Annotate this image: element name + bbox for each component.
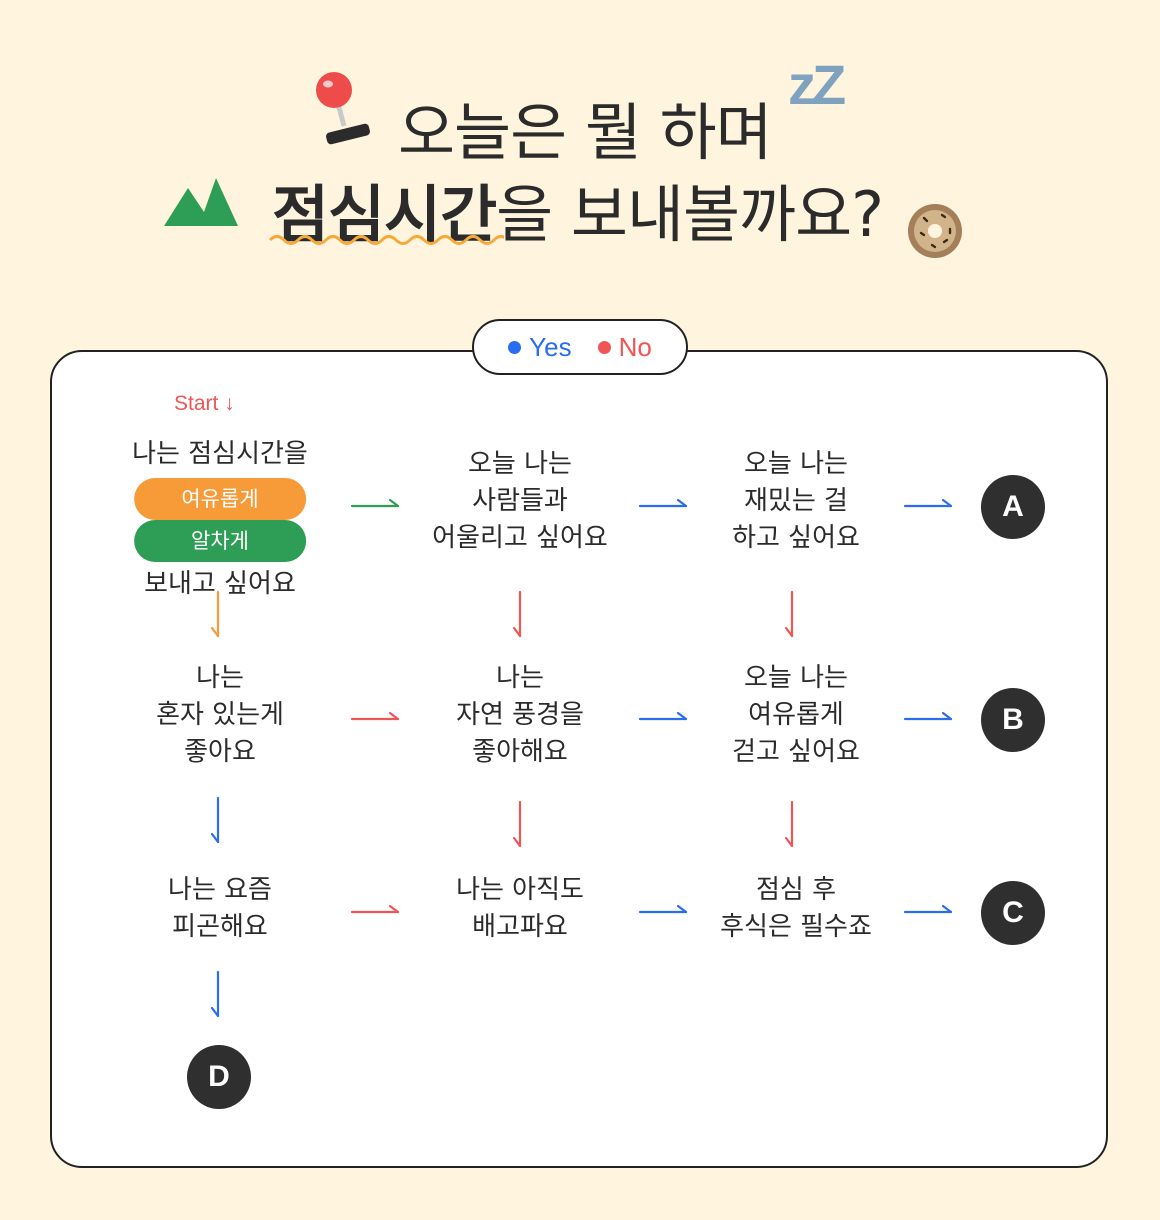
node-hungry: 나는 아직도 배고파요 (456, 872, 584, 946)
legend: Yes No (472, 319, 688, 375)
node-line: 배고파요 (472, 912, 568, 942)
node-line: 나는 점심시간을 (132, 439, 308, 469)
arrow-down-red (784, 590, 794, 638)
result-a-badge: A (981, 475, 1045, 539)
pill-busy: 알차게 (134, 520, 306, 562)
joystick-icon (316, 72, 370, 145)
node-line: 점심 후 (755, 875, 837, 905)
pill-leisurely: 여유롭게 (134, 478, 306, 520)
node-line: 재밌는 걸 (744, 486, 848, 516)
node-line: 오늘 나는 (468, 449, 572, 479)
node-line: 오늘 나는 (744, 449, 848, 479)
arrow-right-blue (638, 498, 688, 508)
arrow-right-blue (638, 711, 688, 721)
node-line: 나는 (196, 663, 244, 693)
node-alone: 나는 혼자 있는게 좋아요 (156, 660, 284, 771)
arrow-right-red (350, 711, 400, 721)
arrow-right-blue (638, 904, 688, 914)
arrow-right-blue (903, 498, 953, 508)
node-fun: 오늘 나는 재밌는 걸 하고 싶어요 (732, 446, 860, 557)
node-line: 하고 싶어요 (732, 523, 860, 553)
title-line-1: 오늘은 뭘 하며 (398, 96, 773, 169)
node-nature: 나는 자연 풍경을 좋아해요 (456, 660, 584, 771)
arrow-right-blue (903, 904, 953, 914)
node-line: 사람들과 (472, 486, 568, 516)
node-line: 나는 (496, 663, 544, 693)
arrow-down-orange (210, 590, 220, 638)
node-line: 후식은 필수죠 (720, 912, 872, 942)
node-line: 여유롭게 (748, 700, 844, 730)
node-line: 나는 요즘 (168, 875, 272, 905)
node-walk: 오늘 나는 여유롭게 걷고 싶어요 (732, 660, 860, 771)
arrow-down-red (512, 590, 522, 638)
node-line: 피곤해요 (172, 912, 268, 942)
arrow-right-green (350, 498, 400, 508)
arrow-down-red (784, 800, 794, 848)
node-socialize: 오늘 나는 사람들과 어울리고 싶어요 (432, 446, 608, 557)
node-line: 나는 아직도 (456, 875, 584, 905)
node-line: 혼자 있는게 (156, 700, 284, 730)
legend-no: No (597, 331, 652, 363)
arrow-right-red (350, 904, 400, 914)
title-rest: 을 보내볼까요? (496, 178, 884, 251)
node-line: 어울리고 싶어요 (432, 523, 608, 553)
sleep-zz-icon: zZ (788, 53, 846, 116)
node-line: 자연 풍경을 (456, 700, 584, 730)
arrow-down-blue (210, 970, 220, 1018)
no-dot (597, 340, 611, 354)
result-d-badge: D (187, 1045, 251, 1109)
mountain-icon (164, 178, 238, 226)
yes-dot (508, 340, 522, 354)
node-line: 걷고 싶어요 (732, 737, 860, 767)
arrow-right-blue (903, 711, 953, 721)
result-b-badge: B (981, 688, 1045, 752)
legend-yes-label: Yes (529, 331, 572, 362)
result-c-badge: C (981, 881, 1045, 945)
legend-yes: Yes (508, 331, 572, 363)
node-tired: 나는 요즘 피곤해요 (168, 872, 272, 946)
node-line: 좋아해요 (472, 737, 568, 767)
arrow-down-blue (210, 796, 220, 844)
node-line: 좋아요 (184, 737, 256, 767)
arrow-down-red (512, 800, 522, 848)
wavy-underline (268, 235, 504, 245)
start-text: Start (174, 392, 219, 415)
node-dessert: 점심 후 후식은 필수죠 (720, 872, 872, 946)
node-line: 보내고 싶어요 (144, 569, 296, 599)
start-label: Start ↓ (174, 392, 235, 416)
legend-no-label: No (618, 331, 652, 362)
donut-icon (908, 204, 962, 258)
start-arrow-icon: ↓ (224, 392, 235, 415)
node-line: 오늘 나는 (744, 663, 848, 693)
